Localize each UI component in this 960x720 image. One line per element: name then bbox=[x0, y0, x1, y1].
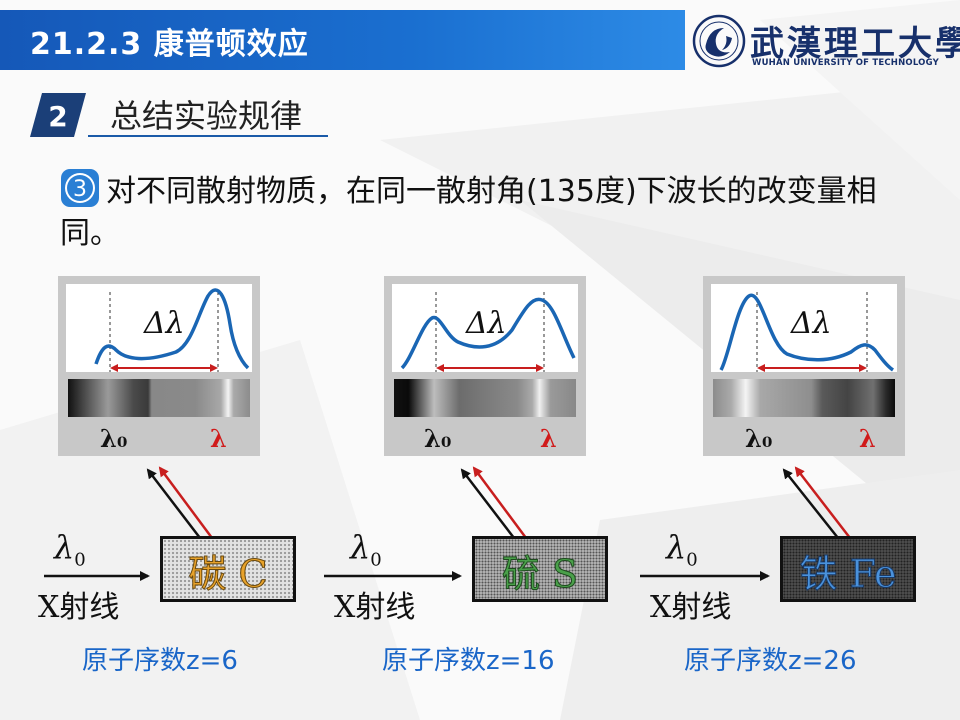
section-number: 2 bbox=[48, 100, 67, 133]
incident-wavelength-iron: λ0 bbox=[666, 528, 698, 571]
lambda0-label: λ₀ bbox=[424, 424, 452, 453]
incident-wavelength-sulfur: λ0 bbox=[350, 528, 382, 571]
lambda0-label: λ₀ bbox=[745, 424, 773, 453]
spectrum-panel-sulfur: Δλ λ₀ λ bbox=[384, 276, 586, 456]
statement-text: 对不同散射物质，在同一散射角(135度)下波长的改变量相同。 bbox=[60, 174, 877, 251]
slide-title: 21.2.3 康普顿效应 bbox=[30, 27, 309, 62]
shift-arrow-head-right bbox=[859, 364, 867, 372]
lambda-label: λ bbox=[210, 424, 227, 453]
xray-label-iron: X射线 bbox=[650, 590, 732, 625]
spectrum-plot: Δλ bbox=[392, 284, 578, 372]
delta-lambda-label: Δλ bbox=[791, 306, 832, 341]
atomic-number-carbon: 原子序数z=6 bbox=[82, 646, 238, 676]
lambda0-label: λ₀ bbox=[100, 424, 128, 453]
shift-arrow-head-left bbox=[757, 364, 765, 372]
section-title: 总结实验规律 bbox=[110, 97, 303, 135]
spectrum-panel-iron: Δλ λ₀ λ bbox=[703, 276, 905, 456]
intensity-curve bbox=[400, 297, 576, 370]
university-emblem-icon bbox=[692, 14, 746, 68]
sample-box-carbon: 碳 C bbox=[160, 536, 296, 602]
university-logo: 武漢理工大學 WUHAN UNIVERSITY OF TECHNOLOGY bbox=[690, 14, 960, 70]
shift-arrow-head-left bbox=[436, 364, 444, 372]
spectral-film-strip bbox=[68, 379, 250, 417]
delta-lambda-label: Δλ bbox=[144, 306, 185, 341]
statement-paragraph: 3 对不同散射物质，在同一散射角(135度)下波长的改变量相同。 bbox=[60, 168, 920, 255]
sample-label-sulfur: 硫 S bbox=[501, 552, 579, 597]
intensity-curve bbox=[719, 293, 895, 372]
sample-box-sulfur: 硫 S bbox=[472, 536, 608, 602]
university-name: 武漢理工大學 bbox=[750, 24, 960, 64]
lambda-label: λ bbox=[540, 424, 557, 453]
shift-arrow-head-left bbox=[110, 364, 118, 372]
sample-label-carbon: 碳 C bbox=[188, 552, 268, 597]
atomic-number-iron: 原子序数z=26 bbox=[684, 646, 857, 676]
sample-box-iron: 铁 Fe bbox=[780, 536, 916, 602]
shift-arrow-head-right bbox=[536, 364, 544, 372]
spectrum-curve-chart bbox=[400, 292, 576, 372]
spectrum-plot: Δλ bbox=[711, 284, 897, 372]
sample-label-iron: 铁 Fe bbox=[799, 552, 897, 597]
spectrum-curve-chart bbox=[94, 288, 250, 372]
section-number-badge: 2 bbox=[30, 93, 86, 137]
atomic-number-sulfur: 原子序数z=16 bbox=[382, 646, 555, 676]
statement-marker: 3 bbox=[73, 177, 87, 202]
spectrum-plot: Δλ bbox=[66, 284, 252, 372]
spectrum-panel-carbon: Δλ λ₀ λ bbox=[58, 276, 260, 456]
xray-label-sulfur: X射线 bbox=[334, 590, 416, 625]
header-bar: 21.2.3 康普顿效应 bbox=[0, 10, 685, 70]
incident-wavelength-carbon: λ0 bbox=[54, 528, 86, 571]
section-underline bbox=[88, 135, 328, 137]
university-english-name: WUHAN UNIVERSITY OF TECHNOLOGY bbox=[752, 58, 939, 68]
delta-lambda-label: Δλ bbox=[466, 306, 507, 341]
xray-label-carbon: X射线 bbox=[38, 590, 120, 625]
shift-arrow-head-right bbox=[210, 364, 218, 372]
intensity-curve bbox=[94, 288, 250, 370]
spectrum-curve-chart bbox=[719, 292, 895, 372]
circled-number-icon: 3 bbox=[61, 169, 99, 207]
spectral-film-strip bbox=[713, 379, 895, 417]
lambda-label: λ bbox=[859, 424, 876, 453]
spectral-film-strip bbox=[394, 379, 576, 417]
